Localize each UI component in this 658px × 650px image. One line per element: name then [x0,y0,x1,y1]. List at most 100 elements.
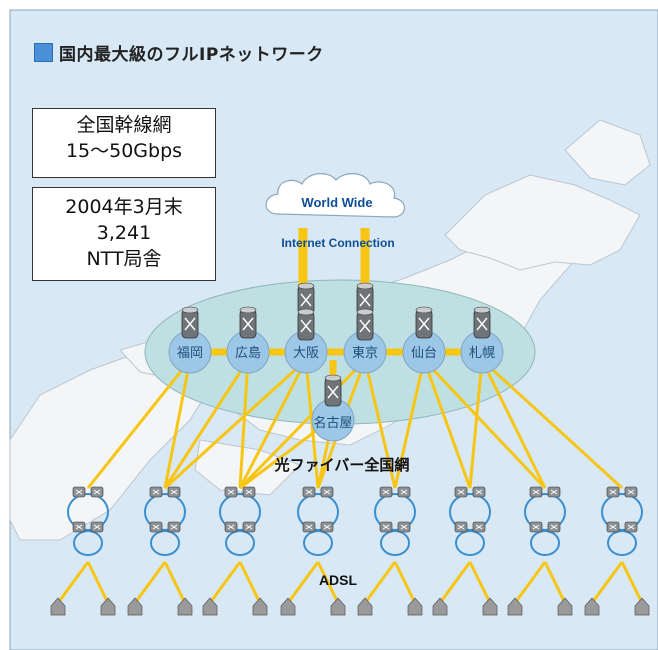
switch-icon [302,521,316,533]
switch-icon [90,521,104,533]
drop-line [393,561,417,604]
drop-line [56,561,90,604]
house-icon [50,597,66,616]
switch-cross [400,524,408,530]
backbone-node: 福岡 [168,306,212,374]
drop-line [316,561,340,604]
switch-icon [379,521,393,533]
house-icon [482,597,498,616]
switch-cross [627,524,635,530]
switch-icon [529,521,543,533]
switch-cross [550,524,558,530]
house-shape [127,597,143,616]
house-icon [634,597,650,616]
switch-icon [224,521,238,533]
switch-cross [75,489,83,495]
router-cross [300,293,312,307]
house-icon [432,597,448,616]
router-icon [356,308,374,341]
switch-icon [149,521,163,533]
router-cap [239,306,257,314]
map-hokkaido-north [564,119,651,186]
house-shape [432,597,448,616]
house-shape [202,597,218,616]
house-icon [202,597,218,616]
backbone-node: 大阪 [284,282,328,374]
switch-cross [550,489,558,495]
switch-icon [167,486,181,498]
drop-line [286,561,320,604]
fiber-line [422,359,472,489]
access-ring [507,486,573,616]
switch-icon [379,486,393,498]
switch-cross [227,489,235,495]
switch-icon [224,486,238,498]
access-networks [50,486,650,616]
switch-icon [320,486,334,498]
router-cross [359,319,371,333]
router-cap [324,374,342,382]
switch-cross [382,524,390,530]
router-icon [297,282,315,315]
backbone-nodes: 福岡広島大阪東京仙台札幌名古屋 [168,282,504,442]
fiber-line [238,359,308,489]
switch-icon [149,486,163,498]
switch-cross [93,489,101,495]
ring-lower [303,530,333,556]
router-icon [356,282,374,315]
router-cross [359,293,371,307]
fiber-line [468,359,484,489]
ring-lower [380,530,410,556]
router-cap [356,282,374,290]
access-ring [50,486,116,616]
house-icon [177,597,193,616]
access-ring [280,486,346,616]
ring-lower [455,530,485,556]
router-cap [181,306,199,314]
switch-cross [382,489,390,495]
stats-info-line2: 3,241 [96,222,152,244]
house-icon [280,597,296,616]
backbone-node: 札幌 [460,306,504,374]
access-ring [202,486,268,616]
switch-icon [547,486,561,498]
router-cap [297,282,315,290]
switch-icon [606,486,620,498]
ring-lower [73,530,103,556]
switch-icon [242,486,256,498]
drop-line [163,561,187,604]
switch-icon [454,486,468,498]
switch-cross [305,524,313,530]
switch-cross [245,489,253,495]
house-shape [634,597,650,616]
house-icon [127,597,143,616]
access-ring [584,486,650,616]
switch-cross [323,489,331,495]
drop-line [468,561,492,604]
cloud-caption: Internet Connection [281,236,394,250]
house-icon [584,597,600,616]
drop-line [86,561,110,604]
drop-line [590,561,624,604]
switch-cross [170,524,178,530]
fiber-line [163,359,250,489]
router-cap [473,306,491,314]
router-cap [356,308,374,316]
adsl-label: ADSL [319,572,358,588]
switch-cross [457,524,465,530]
backbone-info-box: 全国幹線網 15～50Gbps [32,108,216,178]
switch-cross [609,489,617,495]
switch-cross [152,489,160,495]
node-label: 仙台 [411,346,437,361]
stats-info-line1: 2004年3月末 [65,196,183,218]
fiber-line [238,359,250,489]
switch-cross [457,489,465,495]
fiber-label: 光ファイバー全国網 [274,456,410,474]
backbone-node: 広島 [226,306,270,374]
drop-line [238,561,262,604]
house-shape [177,597,193,616]
access-ring [357,486,423,616]
switch-cross [400,489,408,495]
